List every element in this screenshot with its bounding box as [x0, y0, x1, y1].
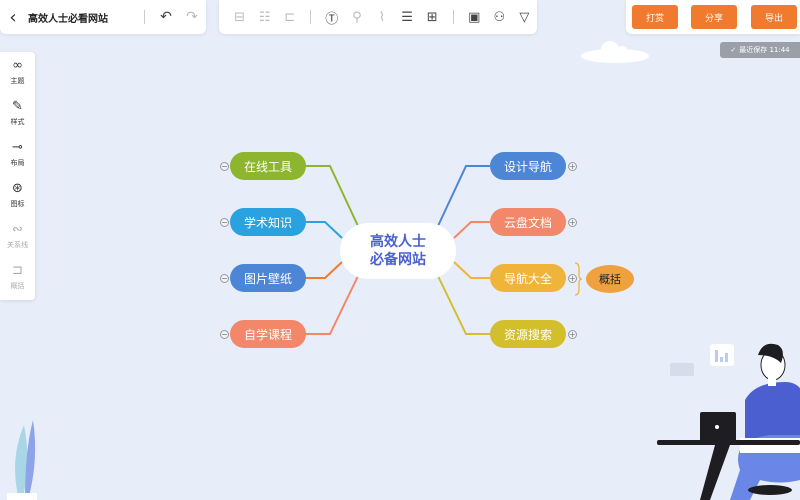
text-box-icon[interactable]: Ⓣ	[325, 11, 339, 27]
connector	[306, 165, 359, 227]
person-laptop-illustration	[657, 343, 800, 500]
collapse-icon[interactable]: −	[220, 218, 229, 227]
topic-node[interactable]: 云盘文档	[490, 208, 566, 236]
save-icon[interactable]: ▣	[468, 9, 481, 25]
sidebar-item-icon[interactable]: ⊛图标	[10, 181, 25, 209]
chevron-left-icon[interactable]: ‹	[9, 6, 17, 28]
reward-button[interactable]: 打赏	[632, 5, 678, 29]
export-button[interactable]: 导出	[751, 5, 797, 29]
topic-node[interactable]: 自学课程	[230, 320, 306, 348]
collapse-icon[interactable]: −	[220, 274, 229, 283]
save-status: ✓最近保存 11:44	[720, 42, 800, 58]
check-circle-icon: ✓	[730, 46, 737, 54]
collaborators-icon[interactable]: ⚇	[493, 9, 506, 25]
collapse-icon[interactable]: −	[220, 330, 229, 339]
cloud-decoration	[581, 41, 649, 63]
collapse-icon[interactable]: −	[220, 162, 229, 171]
topic-node[interactable]: 设计导航	[490, 152, 566, 180]
connector	[306, 221, 343, 239]
undo-icon[interactable]: ↶	[160, 9, 172, 25]
attachment-icon[interactable]: ⌇	[378, 9, 386, 25]
toolbar: ⊟ ☷ ⊏ Ⓣ ⚲ ⌇ ☰ ⊞ ▣ ⚇ ▽	[219, 0, 537, 34]
plant-illustration	[7, 420, 37, 500]
sidebar-item-relation[interactable]: ∾关系线	[7, 222, 28, 250]
topic-node[interactable]: 资源搜索	[490, 320, 566, 348]
sidebar-item-layout[interactable]: ⊸布局	[10, 140, 25, 168]
connector	[437, 165, 490, 227]
style-icon: ✎	[12, 99, 23, 114]
insert-child-icon[interactable]: ☷	[258, 9, 271, 25]
list-icon[interactable]: ☰	[401, 9, 413, 25]
theme-icon: ∞	[12, 58, 23, 73]
more-icon[interactable]: ▽	[519, 9, 530, 25]
insert-sibling-icon[interactable]: ⊟	[234, 9, 245, 25]
divider	[452, 10, 454, 24]
expand-icon[interactable]: +	[568, 218, 577, 227]
summary-brace	[574, 262, 583, 296]
divider	[310, 10, 312, 24]
connector	[306, 275, 359, 335]
sidebar: ∞主题 ✎样式 ⊸布局 ⊛图标 ∾关系线 ⊐概括	[0, 52, 35, 300]
connector	[306, 261, 343, 279]
title-bar: ‹ 高效人士必看网站 ↶ ↷	[0, 0, 206, 34]
divider	[144, 10, 145, 24]
summary-icon: ⊐	[12, 263, 23, 278]
topic-node[interactable]: 导航大全	[490, 264, 566, 292]
sidebar-item-style[interactable]: ✎样式	[10, 99, 25, 127]
central-topic[interactable]: 高效人士 必备网站	[340, 223, 456, 279]
expand-icon[interactable]: +	[568, 274, 577, 283]
sidebar-item-theme[interactable]: ∞主题	[10, 58, 25, 86]
topic-node[interactable]: 图片壁纸	[230, 264, 306, 292]
insert-parent-icon[interactable]: ⊏	[284, 9, 296, 25]
connector	[453, 261, 490, 279]
relation-icon: ∾	[12, 222, 23, 237]
expand-icon[interactable]: +	[568, 330, 577, 339]
connector	[437, 275, 490, 335]
sidebar-item-summary[interactable]: ⊐概括	[10, 263, 25, 291]
expand-icon[interactable]: +	[568, 162, 577, 171]
format-painter-icon[interactable]: ⚲	[352, 9, 362, 25]
layout-icon[interactable]: ⊞	[426, 9, 438, 25]
summary-node[interactable]: 概括	[586, 265, 634, 293]
layout-icon: ⊸	[12, 140, 23, 155]
share-button[interactable]: 分享	[691, 5, 737, 29]
document-title[interactable]: 高效人士必看网站	[28, 13, 108, 25]
topic-node[interactable]: 在线工具	[230, 152, 306, 180]
action-bar: 打赏 分享 导出	[626, 0, 800, 34]
star-icon: ⊛	[12, 181, 23, 196]
topic-node[interactable]: 学术知识	[230, 208, 306, 236]
redo-icon[interactable]: ↷	[186, 9, 198, 25]
connector	[453, 221, 490, 239]
